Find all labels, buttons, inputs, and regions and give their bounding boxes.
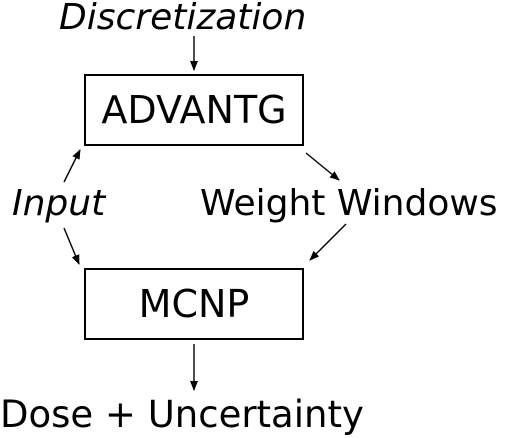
arrow-advantg-to-weight-windows [305,152,340,181]
mcnp-box-label: MCNP [138,282,250,326]
arrow-input-to-advantg [63,149,81,183]
mcnp-box: MCNP [84,268,304,340]
input-label: Input [12,183,106,224]
dose-uncertainty-label: Dose + Uncertainty [0,393,364,436]
arrow-weight-windows-to-mcnp [309,223,347,261]
advantg-box: ADVANTG [84,74,304,146]
discretization-label: Discretization [59,0,307,38]
arrow-input-to-mcnp [63,227,80,265]
weight-windows-label: Weight Windows [200,183,498,224]
advantg-box-label: ADVANTG [101,88,287,132]
